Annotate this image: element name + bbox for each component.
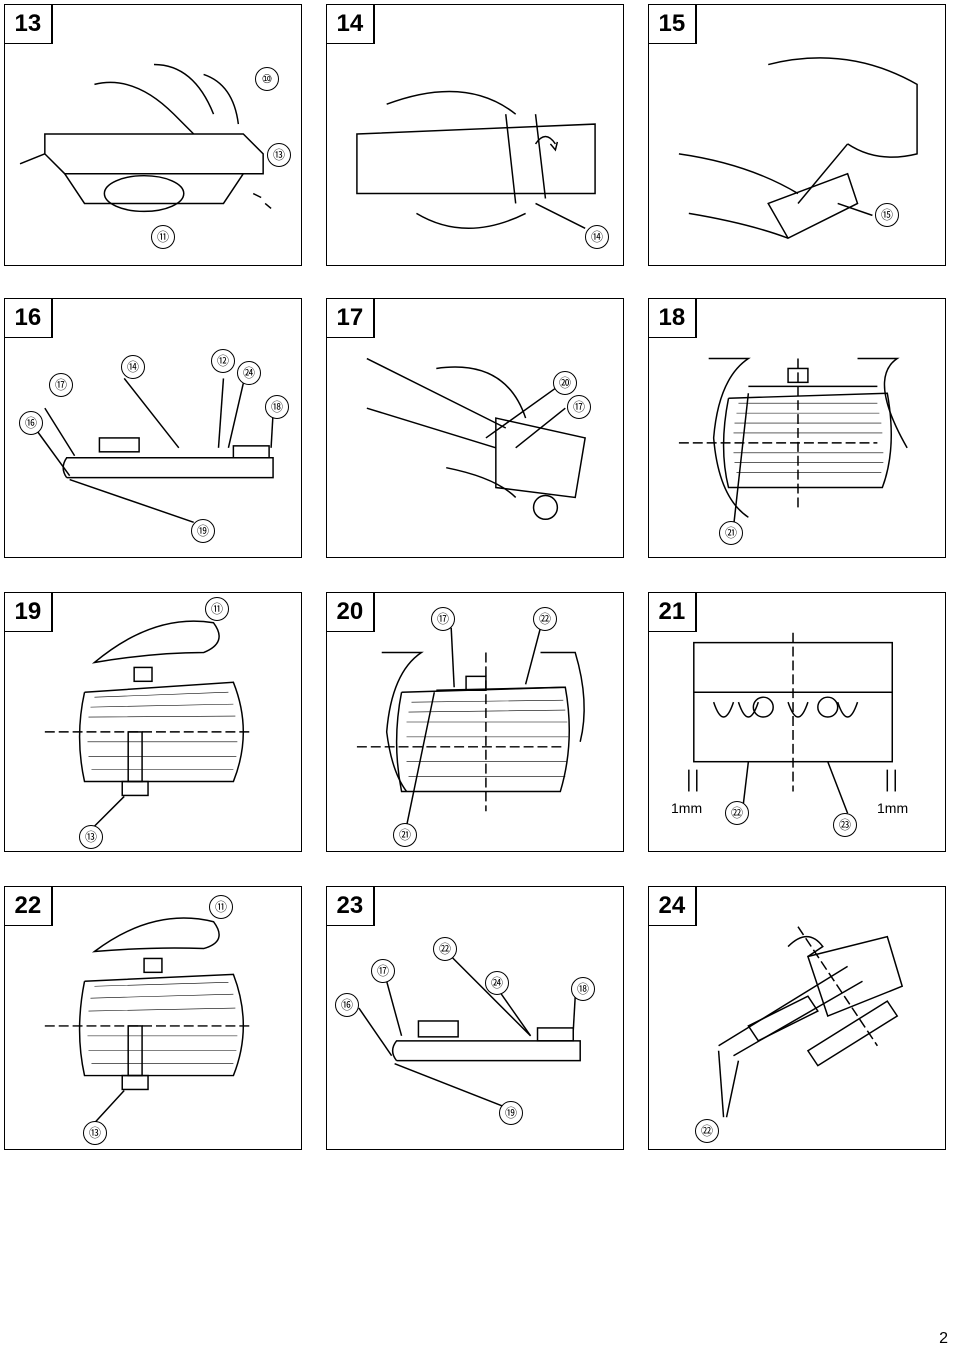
figure-14: 14 ⑭ [325,3,624,266]
figure-label: 13 [3,3,54,44]
figure-23: 23 ㉒ ⑰ ㉔ ⑯ ⑱ ⑲ [325,885,624,1150]
blade-screw-loosening-illustration [678,57,918,240]
figure-22: 22 ⑪ ⑬ [3,885,302,1150]
callout-19: ⑲ [499,1101,523,1125]
dimension-label-right: 1mm [877,800,909,816]
callout-16: ⑯ [335,993,359,1017]
callout-16: ⑯ [19,411,43,435]
figure-label: 17 [325,297,376,338]
callout-18: ⑱ [571,977,595,1001]
figure-label: 18 [647,297,698,338]
callout-21: ㉑ [393,823,417,847]
blade-insertion-illustration [366,357,586,521]
callout-22: ㉒ [433,937,457,961]
callout-22: ㉒ [533,607,557,631]
figure-17: 17 ⑳ ⑰ [325,297,624,558]
callout-22: ㉒ [725,801,749,825]
callout-19: ⑲ [191,519,215,543]
callout-21: ㉑ [719,521,743,545]
callout-20: ⑳ [553,371,577,395]
drum-cross-section-22 [44,917,254,1126]
figure-label: 23 [325,885,376,926]
figure-label: 22 [3,885,54,926]
drum-cross-section-20 [356,627,585,827]
callout-15: ⑮ [875,203,899,227]
figure-18: 18 ㉑ [647,297,946,558]
figure-label: 14 [325,3,376,44]
callout-11: ⑪ [205,597,229,621]
blade-alignment-top-view [688,632,896,814]
drum-cross-section-19 [44,620,254,832]
figure-label: 15 [647,3,698,44]
figure-16: 16 ⑰ ⑭ ⑫ ㉔ ⑯ ⑱ ⑲ [3,297,302,558]
callout-11: ⑪ [209,895,233,919]
callout-13: ⑬ [267,143,291,167]
callout-13: ⑬ [83,1121,107,1145]
figure-24: 24 ㉒ [647,885,946,1150]
figure-21: 21 1mm ㉒ ㉓ 1mm [647,591,946,852]
figure-label: 21 [647,591,698,632]
drum-cross-section-18 [678,357,908,528]
callout-13: ⑬ [79,825,103,849]
callout-10: ⑩ [255,67,279,91]
callout-11: ⑪ [151,225,175,249]
page-number: 2 [939,1330,948,1347]
planer-blade-removal-illustration [19,63,272,213]
callout-22: ㉒ [695,1119,719,1143]
callout-23: ㉓ [833,813,857,837]
figure-19: 19 ⑪ ⑬ [3,591,302,852]
callout-17: ⑰ [431,607,455,631]
blade-assembly-exploded-view-23 [358,950,581,1109]
callout-14: ⑭ [585,225,609,249]
callout-24: ㉔ [237,361,261,385]
blade-sharpening-holder-illustration [717,926,904,1118]
figure-label: 24 [647,885,698,926]
figure-label: 20 [325,591,376,632]
callout-17: ⑰ [567,395,591,419]
dimension-label-left: 1mm [671,800,703,816]
callout-14: ⑭ [121,355,145,379]
callout-17: ⑰ [371,959,395,983]
figure-label: 16 [3,297,54,338]
drum-rotation-illustration [356,90,596,229]
blade-assembly-exploded-view [34,377,274,523]
callout-12: ⑫ [211,349,235,373]
callout-17: ⑰ [49,373,73,397]
callout-18: ⑱ [265,395,289,419]
figure-20: 20 ⑰ ㉒ ㉑ [325,591,624,852]
callout-24: ㉔ [485,971,509,995]
figure-label: 19 [3,591,54,632]
figure-13: 13 ⑩ ⑬ ⑪ [3,3,302,266]
figure-15: 15 ⑮ [647,3,946,266]
